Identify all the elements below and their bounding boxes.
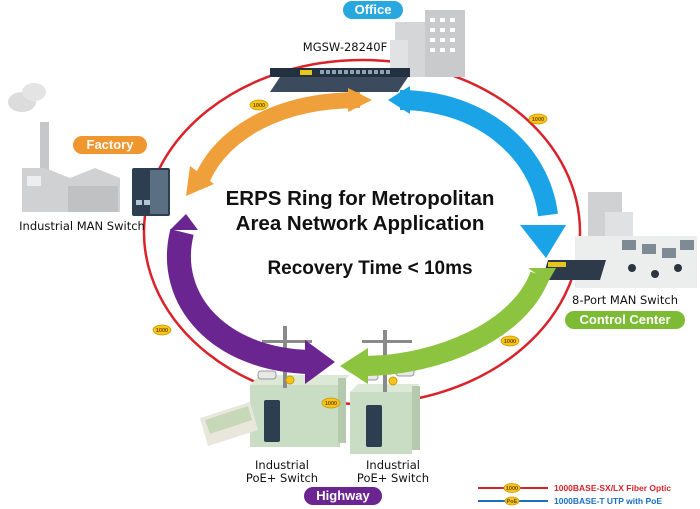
legend-utp-line: PoE: [478, 496, 548, 506]
highway-label: Highway: [304, 487, 382, 505]
control-center-label: Control Center: [565, 311, 685, 329]
poe-link-marker: [285, 375, 295, 385]
mgsw-device-label: MGSW-28240F: [302, 40, 388, 54]
orange-arrow: [192, 92, 361, 188]
eight-port-switch-icon: [542, 260, 606, 280]
link-badge: 1000: [321, 397, 341, 409]
svg-text:PoE: PoE: [507, 499, 518, 505]
legend-fiber-text: 1000BASE-SX/LX Fiber Optic: [554, 483, 672, 493]
recovery-time-text: Recovery Time < 10ms: [267, 258, 473, 279]
svg-text:1000: 1000: [506, 486, 518, 492]
link-badge: 1000: [249, 99, 269, 111]
link-badge: 1000: [528, 113, 548, 125]
blue-arrow-head: [520, 225, 566, 258]
mgsw-switch-icon: [270, 68, 410, 92]
industrial-man-switch-icon: [132, 168, 170, 216]
svg-text:1000: 1000: [325, 401, 337, 407]
purple-arrow-head: [305, 340, 335, 384]
legend-utp-text: 1000BASE-T UTP with PoE: [554, 496, 663, 506]
svg-text:1000: 1000: [532, 117, 544, 123]
green-arrow-head: [340, 348, 368, 384]
roadside-plant-icon: [200, 402, 258, 446]
eight-port-switch-label: 8-Port MAN Switch: [572, 293, 678, 307]
svg-text:1000: 1000: [156, 328, 168, 334]
office-building-icon: [390, 10, 465, 77]
office-label: Office: [343, 1, 403, 19]
poe-link-marker: [388, 376, 398, 386]
svg-text:1000: 1000: [253, 103, 265, 109]
control-center-building-icon: [575, 192, 697, 288]
industrial-man-switch-label: Industrial MAN Switch: [19, 219, 145, 233]
link-badge: 1000: [500, 335, 520, 347]
highway-cabinet-right-icon: [350, 384, 420, 454]
orange-arrow-head: [186, 166, 214, 196]
purple-arrow: [166, 229, 311, 374]
svg-text:1000: 1000: [504, 339, 516, 345]
blue-arrow: [399, 90, 558, 217]
legend-fiber-line: 1000: [478, 483, 548, 493]
green-arrow: [364, 271, 550, 376]
link-badge: 1000: [152, 324, 172, 336]
highway-cabinet-left-icon: [250, 375, 350, 447]
diagram-title: ERPS Ring for Metropolitan Area Network …: [225, 187, 495, 235]
factory-label: Factory: [73, 136, 147, 154]
factory-building-icon: [8, 83, 120, 212]
